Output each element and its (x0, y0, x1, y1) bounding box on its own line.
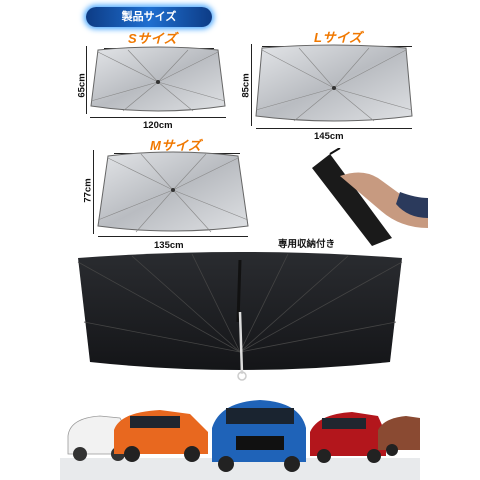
m-bottom-dim-line (98, 236, 248, 237)
m-size-shade-image (97, 151, 249, 233)
l-bottom-dim: 145cm (314, 131, 344, 142)
l-bottom-dim-line (256, 128, 412, 129)
m-height-dim: 77cm (82, 178, 94, 203)
s-size-shade-image (90, 46, 226, 112)
l-size-shade-image (255, 44, 413, 122)
l-height-dim: 85cm (240, 73, 252, 98)
black-sunshade-image (77, 252, 403, 381)
product-size-badge: 製品サイズ (86, 7, 212, 27)
s-bottom-dim-line (90, 117, 226, 118)
storage-bag-caption: 専用収納付き (278, 239, 336, 250)
m-bottom-dim: 135cm (154, 240, 184, 251)
l-size-title: Lサイズ (314, 30, 363, 45)
l-height-line (251, 44, 252, 126)
storage-bag-image (312, 148, 428, 246)
s-size-title: Sサイズ (128, 31, 178, 46)
s-bottom-dim: 120cm (143, 120, 173, 131)
m-height-line (93, 150, 94, 234)
s-height-line (86, 46, 87, 114)
m-size-title: Mサイズ (150, 138, 202, 153)
cars-lineup-image (60, 400, 420, 480)
